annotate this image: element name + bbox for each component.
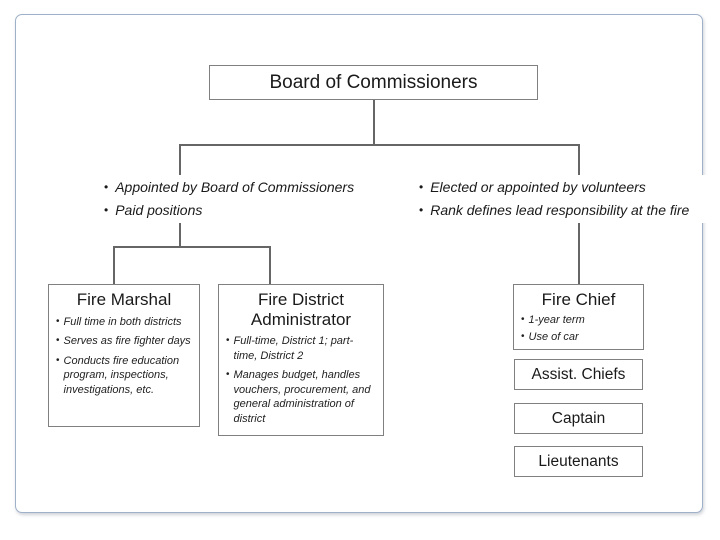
org-box-fire-chief: Fire Chief • 1-year term • Use of car xyxy=(513,284,644,350)
connector-root-down xyxy=(373,100,375,145)
note-text: Paid positions xyxy=(115,202,203,218)
org-box-fire-district-administrator: Fire District Administrator • Full-time,… xyxy=(218,284,384,436)
bullet-icon: • xyxy=(104,180,109,194)
bullet-text: 1-year term xyxy=(528,313,585,326)
org-box-fire-marshal: Fire Marshal • Full time in both distric… xyxy=(48,284,200,427)
bullet-text: Conducts fire education program, inspect… xyxy=(63,354,180,396)
bullet-text: Serves as fire fighter days xyxy=(63,335,191,348)
org-box-bullets: • 1-year term • Use of car xyxy=(514,310,643,345)
org-box-bullets: • Full-time, District 1; part-time, Dist… xyxy=(219,329,383,426)
org-box-title: Assist. Chiefs xyxy=(531,365,626,383)
bullet-icon: • xyxy=(521,331,525,343)
note-text: Elected or appointed by volunteers xyxy=(430,179,646,195)
org-box-title: Fire Chief xyxy=(541,290,616,309)
note-item: • Elected or appointed by volunteers xyxy=(419,176,711,199)
bullet-icon: • xyxy=(419,180,424,194)
org-box-bullets: • Full time in both districts • Serves a… xyxy=(49,310,199,398)
org-box-title: Board of Commissioners xyxy=(269,72,478,93)
note-text: Appointed by Board of Commissioners xyxy=(115,179,355,195)
bullet-text: Manages budget, handles vouchers, procur… xyxy=(233,369,371,425)
connector-fire-district-admin-down xyxy=(269,246,271,284)
bullet-item: • Full time in both districts xyxy=(56,315,193,330)
left-branch-notes: • Appointed by Board of Commissioners • … xyxy=(102,175,378,223)
note-item: • Paid positions xyxy=(104,199,376,222)
bullet-item: • Serves as fire fighter days xyxy=(56,334,193,349)
right-branch-notes: • Elected or appointed by volunteers • R… xyxy=(417,175,713,223)
bullet-item: • Use of car xyxy=(521,330,637,345)
connector-left-horizontal xyxy=(113,246,270,248)
note-item: • Appointed by Board of Commissioners xyxy=(104,176,376,199)
bullet-icon: • xyxy=(56,315,60,327)
org-box-lieutenants: Lieutenants xyxy=(514,446,643,477)
bullet-text: Full-time, District 1; part-time, Distri… xyxy=(233,335,354,362)
bullet-item: • Full-time, District 1; part-time, Dist… xyxy=(226,334,377,363)
org-box-title: Fire Marshal xyxy=(76,290,172,309)
bullet-item: • 1-year term xyxy=(521,313,637,328)
bullet-icon: • xyxy=(226,369,230,381)
bullet-item: • Conducts fire education program, inspe… xyxy=(56,354,193,398)
bullet-icon: • xyxy=(226,335,230,347)
bullet-icon: • xyxy=(419,203,424,217)
bullet-text: Use of car xyxy=(528,331,579,344)
note-item: • Rank defines lead responsibility at th… xyxy=(419,199,711,222)
bullet-icon: • xyxy=(56,354,60,366)
bullet-text: Full time in both districts xyxy=(63,315,182,328)
bullet-icon: • xyxy=(104,203,109,217)
org-box-title: Captain xyxy=(551,409,606,427)
bullet-item: • Manages budget, handles vouchers, proc… xyxy=(226,368,377,426)
org-box-title: Lieutenants xyxy=(538,452,619,470)
bullet-icon: • xyxy=(56,335,60,347)
org-box-captain: Captain xyxy=(514,403,643,434)
org-box-title: Fire District Administrator xyxy=(250,290,352,329)
note-text: Rank defines lead responsibility at the … xyxy=(430,202,690,218)
slide-frame: Board of Commissioners • Appointed by Bo… xyxy=(15,14,713,513)
org-box-assist-chiefs: Assist. Chiefs xyxy=(514,359,643,390)
org-box-board-of-commissioners: Board of Commissioners xyxy=(209,65,538,100)
bullet-icon: • xyxy=(521,313,525,325)
connector-branch-horizontal xyxy=(179,144,579,146)
connector-fire-marshal-down xyxy=(113,246,115,284)
